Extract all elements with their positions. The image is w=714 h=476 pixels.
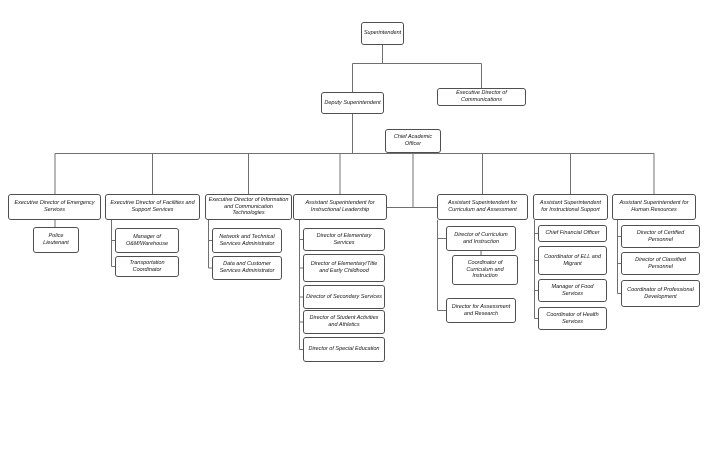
node-transportation-coordinator: Transportation Coordinator [115,256,179,277]
node-superintendent: Superintendent [361,22,404,45]
node-director-certified-personnel: Director of Certified Personnel [621,225,700,248]
node-head-instructional-leadership: Assistant Superintendent for Instruction… [293,194,387,220]
connector-dept-facilities [111,220,115,267]
connector-superintendent-branch [352,45,482,154]
node-director-elementary-title-early-childhood: Director of Elementary/Title and Early C… [303,254,385,282]
connector-dept-ict [208,220,212,269]
node-data-customer-services-admin: Data and Customer Services Administrator [212,256,282,280]
node-chief-academic-officer: Chief Academic Officer [385,129,441,153]
node-manager-food-services: Manager of Food Services [538,279,607,302]
node-head-facilities-support: Executive Director of Facilities and Sup… [105,194,200,220]
node-head-human-resources: Assistant Superintendent for Human Resou… [612,194,696,220]
connector-bus-drops [54,153,655,194]
node-director-secondary-services: Director of Secondary Services [303,285,385,309]
node-director-classified-personnel: Director of Classified Personnel [621,252,700,275]
node-director-student-activities-athletics: Director of Student Activities and Athle… [303,310,385,334]
connector-chief-academic-officer [387,153,437,208]
node-deputy-superintendent: Deputy Superintendent [321,92,384,114]
node-head-curriculum-assessment: Assistant Superintendent for Curriculum … [437,194,528,220]
connector-dept-instructional-support [534,220,538,319]
node-coordinator-professional-development: Coordinator of Professional Development [621,280,700,307]
node-director-elementary-services: Director of Elementary Services [303,228,385,251]
node-director-assessment-research: Director for Assessment and Research [446,298,516,323]
connector-dept-instructional-leadership [299,220,303,350]
node-director-curriculum-instruction: Director of Curriculum and Instruction [446,226,516,251]
node-head-emergency-services: Executive Director of Emergency Services [8,194,101,220]
node-coordinator-ell-migrant: Coordinator of ELL and Migrant [538,246,607,275]
connector-dept-human-resources [617,220,621,294]
node-director-special-education: Director of Special Education [303,337,385,362]
node-manager-om-warehouse: Manager of O&M/Warehouse [115,228,179,253]
connector-dept-curriculum-assessment [437,220,482,311]
node-police-lieutenant: Police Lieutenant [33,227,79,253]
node-coordinator-curriculum-instruction: Coordinator of Curriculum and Instructio… [452,255,518,285]
node-chief-financial-officer: Chief Financial Officer [538,225,607,242]
node-network-technical-services-admin: Network and Technical Services Administr… [212,228,282,253]
node-coordinator-health-services: Coordinator of Health Services [538,307,607,330]
node-executive-director-communications: Executive Director of Communications [437,88,526,106]
node-head-instructional-support: Assistant Superintendent for Instruction… [533,194,608,220]
node-head-information-communication-tech: Executive Director of Information and Co… [205,194,292,220]
